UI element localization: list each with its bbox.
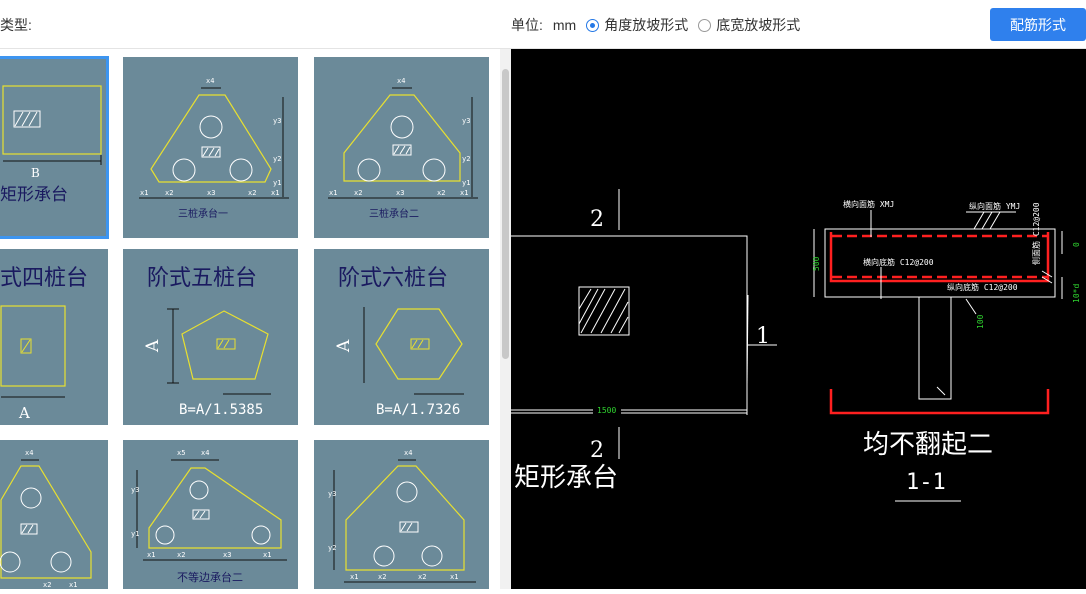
svg-text:x1: x1 xyxy=(329,189,337,197)
tile-unequal-cap-3[interactable]: x4 y3 y2 x1 x2 x2 x1 xyxy=(314,440,489,589)
svg-text:x4: x4 xyxy=(201,449,209,457)
tile-unequal-cap-1[interactable]: x4 x2 x1 xyxy=(0,440,108,589)
svg-text:x4: x4 xyxy=(404,449,412,457)
tile-side-label: A xyxy=(143,339,163,353)
svg-text:x1: x1 xyxy=(69,581,77,589)
tile-title: 矩形承台 xyxy=(0,185,68,205)
svg-text:x1: x1 xyxy=(450,573,458,581)
svg-text:y2: y2 xyxy=(273,155,281,163)
section-mark-right: 1 xyxy=(756,324,770,349)
tile-three-pile-cap-1[interactable]: x4 y3 y2 y1 x1 x2 x3 x2 x1 三桩承台一 xyxy=(123,57,298,238)
svg-text:x2: x2 xyxy=(248,189,256,197)
tile-caption: B=A/1.7326 xyxy=(376,402,460,418)
h-top-bar-label: 横向面筋 XMJ xyxy=(843,199,894,209)
plan-dim-label: 1500 xyxy=(597,406,616,415)
svg-text:x5: x5 xyxy=(177,449,185,457)
svg-text:x1: x1 xyxy=(350,573,358,581)
svg-text:y1: y1 xyxy=(462,179,470,187)
tile-caption: B xyxy=(31,166,40,180)
unit-label: 单位: xyxy=(511,17,543,33)
section-id: 1-1 xyxy=(906,470,946,495)
toolbar: 类型: 单位: mm 角度放坡形式 底宽放坡形式 配筋形式 xyxy=(0,0,1086,49)
svg-text:x1: x1 xyxy=(140,189,148,197)
section-caption: 均不翻起二 xyxy=(863,430,993,460)
svg-text:x3: x3 xyxy=(207,189,215,197)
tile-caption: 三桩承台二 xyxy=(369,207,419,220)
tile-unequal-cap-2[interactable]: x5 x4 y3 y1 x1 x2 x3 x1 不等边承台二 xyxy=(123,440,298,589)
dim-right-top-label: 0 xyxy=(1072,242,1081,247)
svg-text:y3: y3 xyxy=(328,490,336,498)
cap-type-grid: B 矩形承台 x4 y3 y2 y1 x1 x2 x3 x2 x1 三桩承台一 xyxy=(0,49,500,589)
svg-text:y3: y3 xyxy=(462,117,470,125)
config-button[interactable]: 配筋形式 xyxy=(990,8,1086,41)
drawing-preview: 2 1 1500 2 矩形承台 500 横向面筋 XMJ 纵向面筋 YMJ 横向… xyxy=(511,49,1086,589)
svg-text:x2: x2 xyxy=(165,189,173,197)
radio-dot-icon xyxy=(586,18,600,32)
svg-text:y3: y3 xyxy=(273,117,281,125)
radio-dot-icon xyxy=(698,18,712,32)
svg-text:x2: x2 xyxy=(177,551,185,559)
tile-title: 式四桩台 xyxy=(0,266,88,291)
dim-cover-label: 100 xyxy=(976,314,985,329)
svg-text:x1: x1 xyxy=(147,551,155,559)
svg-text:x4: x4 xyxy=(206,77,214,85)
radio-width-slope[interactable]: 底宽放坡形式 xyxy=(698,15,800,35)
tile-caption: A xyxy=(18,404,30,422)
svg-text:x2: x2 xyxy=(378,573,386,581)
h-bottom-bar-label: 横向底筋 C12@200 xyxy=(863,257,934,267)
side-bar-label: 侧面筋 C12@200 xyxy=(1031,202,1041,265)
tile-side-label: A xyxy=(334,339,354,353)
svg-text:x4: x4 xyxy=(397,77,405,85)
svg-text:y3: y3 xyxy=(131,486,139,494)
radio-angle-slope[interactable]: 角度放坡形式 xyxy=(586,15,688,35)
radio-angle-label: 角度放坡形式 xyxy=(604,17,689,33)
section-mark-top: 2 xyxy=(590,207,604,232)
tile-caption: 三桩承台一 xyxy=(178,207,228,220)
tile-title: 阶式五桩台 xyxy=(147,266,257,291)
grid-scrollbar[interactable] xyxy=(500,49,511,589)
svg-text:x2: x2 xyxy=(354,189,362,197)
plan-title: 矩形承台 xyxy=(514,463,618,493)
svg-text:x1: x1 xyxy=(271,189,279,197)
v-bottom-bar-label: 纵向底筋 C12@200 xyxy=(947,282,1018,292)
svg-text:y1: y1 xyxy=(273,179,281,187)
section-mark-bottom: 2 xyxy=(590,438,604,463)
svg-text:y2: y2 xyxy=(462,155,470,163)
unit-value: mm xyxy=(552,17,577,33)
svg-text:y1: y1 xyxy=(131,530,139,538)
tile-step-five-pile[interactable]: 阶式五桩台 A B=A/1.5385 xyxy=(123,249,298,425)
tile-step-four-pile[interactable]: 式四桩台 A xyxy=(0,249,108,425)
type-label: 类型: xyxy=(0,17,32,33)
dim-right-bottom-label: 10*d xyxy=(1072,284,1081,303)
svg-text:x2: x2 xyxy=(437,189,445,197)
svg-text:x4: x4 xyxy=(25,449,33,457)
svg-text:x1: x1 xyxy=(460,189,468,197)
svg-text:x3: x3 xyxy=(396,189,404,197)
radio-width-label: 底宽放坡形式 xyxy=(716,17,801,33)
dim-height-label: 500 xyxy=(812,256,821,271)
tile-caption: 不等边承台二 xyxy=(177,570,243,584)
tile-caption: B=A/1.5385 xyxy=(179,402,263,418)
tile-rect-cap[interactable]: B 矩形承台 xyxy=(0,56,109,239)
v-top-bar-label: 纵向面筋 YMJ xyxy=(969,201,1020,211)
svg-text:y2: y2 xyxy=(328,544,336,552)
svg-text:x1: x1 xyxy=(263,551,271,559)
svg-text:x3: x3 xyxy=(223,551,231,559)
unit-group: 单位: mm 角度放坡形式 底宽放坡形式 xyxy=(511,15,800,35)
tile-title: 阶式六桩台 xyxy=(338,266,448,291)
tile-three-pile-cap-2[interactable]: x4 y3 y2 y1 x1 x2 x3 x2 x1 三桩承台二 xyxy=(314,57,489,238)
tile-step-six-pile[interactable]: 阶式六桩台 A B=A/1.7326 xyxy=(314,249,489,425)
scrollbar-thumb[interactable] xyxy=(502,69,509,359)
svg-text:x2: x2 xyxy=(43,581,51,589)
svg-text:x2: x2 xyxy=(418,573,426,581)
